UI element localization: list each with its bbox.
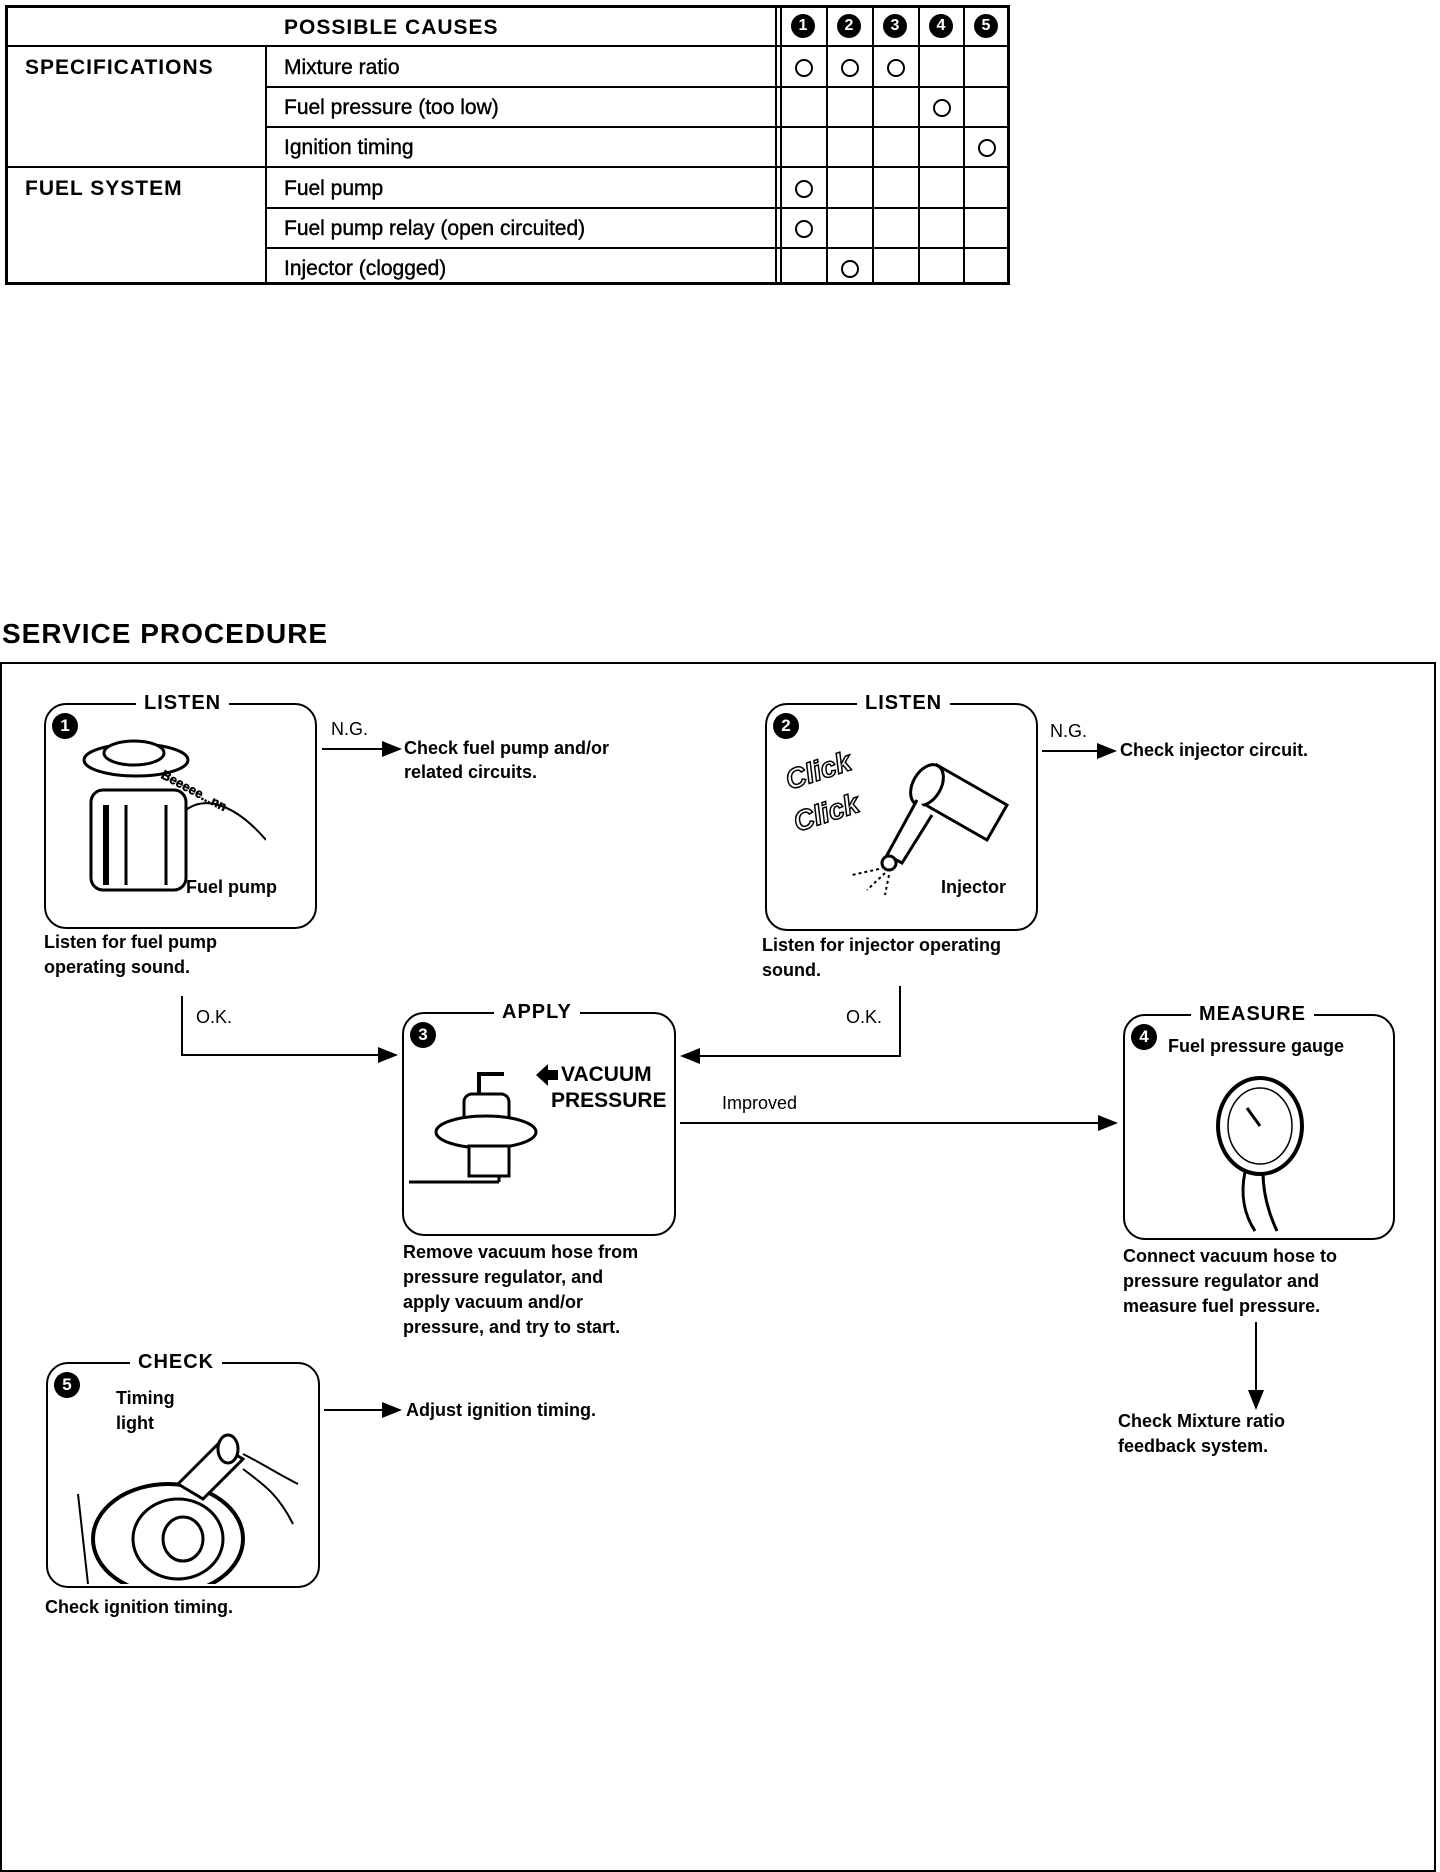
step-4-caption-line: Connect vacuum hose to [1123,1246,1338,1266]
group-specifications: SPECIFICATIONS [25,56,214,79]
fuel-pump-icon [82,739,266,892]
injector-icon [851,762,1010,895]
step-number-5-header: 5 [974,14,998,38]
step-2-caption-line: sound. [762,960,821,980]
step-4-caption-line: pressure regulator and [1123,1271,1320,1291]
step-5-action: CHECK [130,1350,223,1374]
step-2-label: Injector [941,877,1007,897]
pressure-label: PRESSURE [551,1089,667,1112]
step-number-4-header: 4 [929,14,953,38]
step-3-number: 3 [410,1022,436,1048]
mark-circle [887,59,905,77]
mark-circle [795,59,813,77]
pressure-gauge-icon [1216,1076,1304,1232]
cause-row: Injector (clogged) [284,257,447,280]
cause-row: Ignition timing [284,136,414,159]
ng-label-2: N.G. [1050,721,1088,741]
step-1-caption-line: Listen for fuel pump [44,932,217,952]
step-3-caption-line: pressure regulator, and [403,1267,604,1287]
mark-circle [795,220,813,238]
cause-row: Fuel pump [284,177,384,200]
step-2-box: LISTEN 2 Click Click Injector [765,691,1038,931]
step-2-action: LISTEN [857,691,951,715]
step-1-action: LISTEN [136,691,230,715]
group-fuel-system: FUEL SYSTEM [25,177,183,200]
step-4-caption-line: measure fuel pressure. [1123,1296,1321,1316]
step-3-box: APPLY 3 VACUUM PRESSURE [402,1000,676,1236]
step-3-caption-line: pressure, and try to start. [403,1317,621,1337]
step-3-caption-line: apply vacuum and/or [403,1292,584,1312]
step-5-box: CHECK 5 Timing light [46,1350,320,1588]
ok-label-2: O.K. [846,1007,883,1027]
step-number-3-header: 3 [883,14,907,38]
mark-circle [978,139,996,157]
step-5-number: 5 [54,1372,80,1398]
ok-label-1: O.K. [196,1007,233,1027]
mark-circle [933,99,951,117]
mark-circle [841,59,859,77]
pressure-regulator-icon [409,1072,538,1184]
step-1-number: 1 [52,713,78,739]
mark-circle [795,180,813,198]
timing-label: Timing [116,1388,175,1408]
possible-causes-table: POSSIBLE CAUSES 1 2 3 4 5 SPECIFICATIONS… [5,5,1010,285]
light-label: light [116,1413,154,1433]
step-1-caption-line: operating sound. [44,957,190,977]
cause-row: Fuel pump relay (open circuited) [284,217,586,240]
timing-light-icon [77,1433,299,1584]
ng-label-1: N.G. [331,719,369,739]
step-1-label: Fuel pump [186,877,277,897]
step-2-number: 2 [773,713,799,739]
check-mixture-line: Check Mixture ratio [1118,1411,1286,1431]
adjust-timing-text: Adjust ignition timing. [406,1400,596,1420]
step-5-caption-line: Check ignition timing. [45,1597,233,1617]
step-number-2-header: 2 [837,14,861,38]
step-4-label: Fuel pressure gauge [1168,1036,1345,1056]
section-title: SERVICE PROCEDURE [2,618,329,649]
check-fuel-pump-line: related circuits. [404,762,538,782]
step-4-number: 4 [1131,1024,1157,1050]
arrow-left-icon [536,1064,558,1086]
check-mixture-line: feedback system. [1118,1436,1269,1456]
vacuum-label: VACUUM [561,1063,652,1086]
step-4-action: MEASURE [1191,1002,1315,1026]
step-number-1-header: 1 [791,14,815,38]
check-fuel-pump-line: Check fuel pump and/or [404,738,610,758]
step-4-box: MEASURE 4 Fuel pressure gauge [1123,1002,1395,1240]
cause-row: Mixture ratio [284,56,400,79]
step-3-caption-line: Remove vacuum hose from [403,1242,639,1262]
improved-label: Improved [722,1093,798,1113]
step-3-action: APPLY [494,1000,580,1024]
step-1-box: LISTEN 1 Beeeee...nn Fuel pump [44,691,317,929]
cause-row: Fuel pressure (too low) [284,96,499,119]
step-2-caption-line: Listen for injector operating [762,935,1002,955]
check-injector-text: Check injector circuit. [1120,740,1309,760]
table-header-causes: POSSIBLE CAUSES [284,16,499,39]
mark-circle [841,260,859,278]
